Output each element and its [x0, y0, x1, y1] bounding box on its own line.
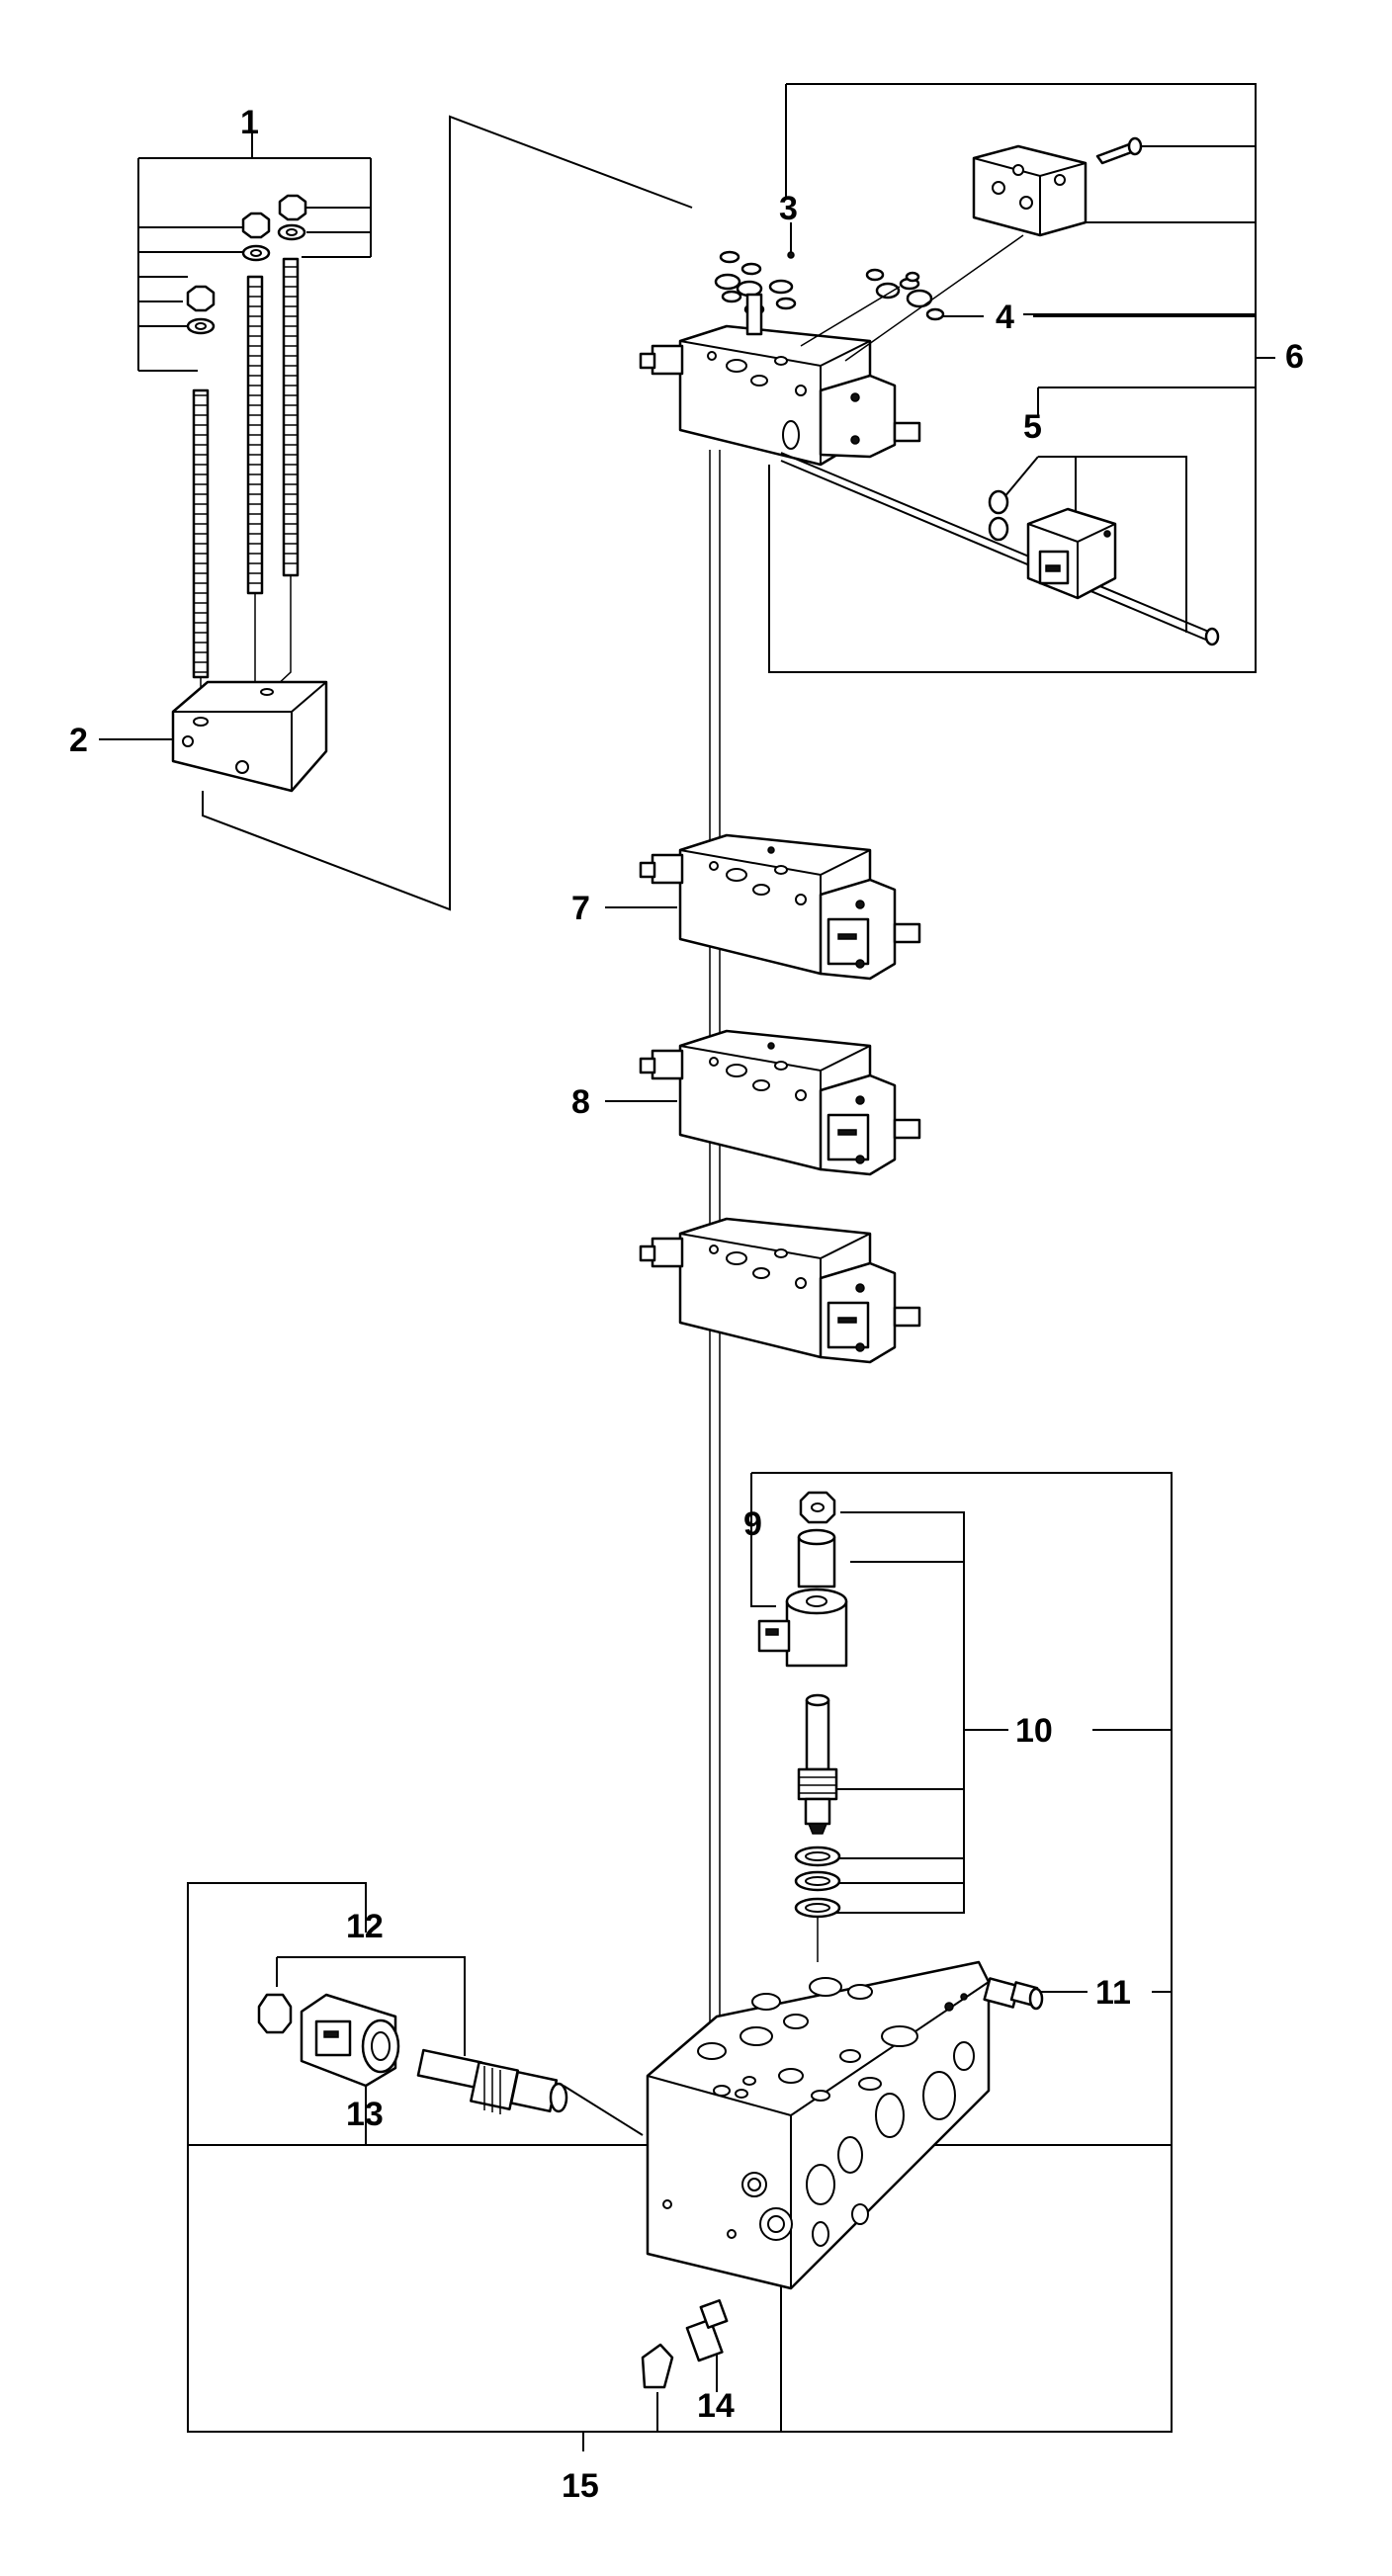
- relief-valve-12-13: [257, 1993, 568, 2114]
- directional-valve-section-top: [639, 136, 1220, 646]
- manifold-block: [646, 1960, 991, 2290]
- directional-valve-section-8: [639, 1029, 921, 1176]
- callout-11: 11: [1095, 1974, 1131, 2012]
- callout-10: 10: [1015, 1712, 1053, 1750]
- callout-13: 13: [346, 2096, 384, 2133]
- callout-4: 4: [996, 299, 1014, 336]
- callout-9: 9: [743, 1505, 762, 1543]
- callout-8: 8: [571, 1083, 590, 1121]
- solenoid-cartridge-stack: [757, 1491, 848, 1962]
- directional-valve-section-7: [639, 833, 921, 981]
- fitting-11: [983, 1977, 1044, 2011]
- callout-1: 1: [240, 104, 259, 141]
- directional-valve-section-lower: [639, 1217, 921, 1364]
- leader-lines: [99, 83, 1275, 2451]
- callout-7: 7: [571, 890, 590, 927]
- callout-3: 3: [779, 190, 798, 227]
- callout-15: 15: [562, 2467, 599, 2505]
- callout-labels: 1 2 3 4 5 6 7 8 9 10 11 12 13 14 15: [69, 104, 1304, 2505]
- callout-12: 12: [346, 1908, 384, 1945]
- tie-rod-stud-kit: [186, 194, 307, 702]
- callout-2: 2: [69, 722, 88, 759]
- callout-5: 5: [1023, 408, 1042, 446]
- end-plate-block: [171, 680, 328, 793]
- plugs-14: [641, 2298, 729, 2389]
- callout-14: 14: [697, 2387, 735, 2425]
- callout-6: 6: [1285, 338, 1304, 376]
